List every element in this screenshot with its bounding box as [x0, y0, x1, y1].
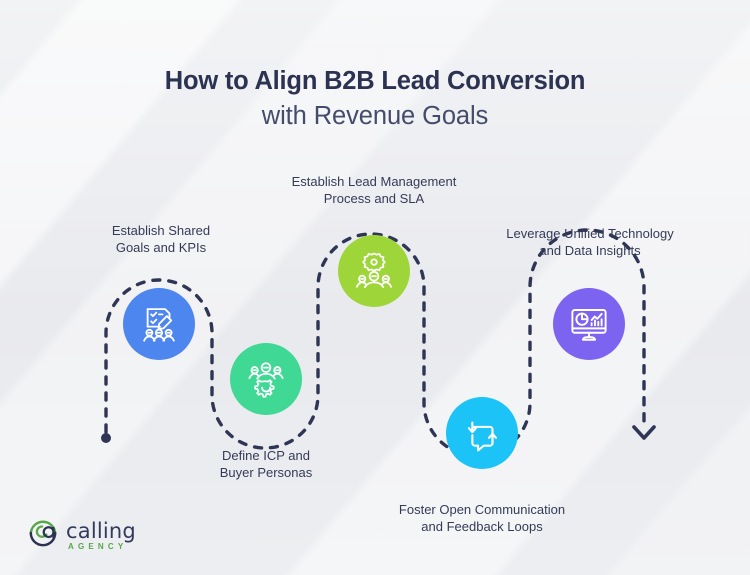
brand-logo[interactable]: calling AGENCY — [27, 518, 136, 553]
path-start-dot — [101, 433, 111, 443]
step-5-node[interactable] — [553, 288, 625, 360]
step-3-node[interactable] — [338, 235, 410, 307]
path-dashed-line — [104, 228, 646, 458]
step-4-label-line-2: and Feedback Loops — [421, 519, 543, 535]
step-3-label: Establish Lead Management Process and SL… — [264, 173, 484, 207]
step-2-node[interactable] — [230, 343, 302, 415]
step-1-label: Establish Shared Goals and KPIs — [61, 222, 261, 256]
title-line-1: How to Align B2B Lead Conversion — [164, 67, 586, 95]
people-gear-icon — [245, 358, 287, 400]
step-3-label-line-1: Establish Lead Management — [291, 174, 457, 189]
title-line-2: with Revenue Goals — [261, 102, 489, 131]
speech-bubble-loop-icon — [461, 412, 503, 454]
step-5-label-line-1: Leverage Unified Technology — [506, 226, 674, 241]
step-3-label-line-2: Process and SLA — [323, 191, 425, 207]
logo-subtitle: AGENCY — [68, 541, 128, 551]
step-5-label-line-2: and Data Insights — [539, 243, 641, 259]
gear-above-people-icon — [353, 250, 395, 292]
checklist-pencil-people-icon — [138, 303, 180, 345]
step-4-label-line-1: Foster Open Communication — [398, 502, 566, 517]
step-5-label: Leverage Unified Technology and Data Ins… — [490, 225, 690, 259]
logo-text: calling AGENCY — [66, 518, 136, 551]
logo-word: calling — [66, 518, 136, 543]
path-end-arrow — [632, 425, 656, 440]
step-1-label-line-1: Establish Shared — [111, 223, 211, 238]
step-4-node[interactable] — [446, 397, 518, 469]
step-2-label-line-2: Buyer Personas — [219, 465, 313, 481]
calling-agency-circle-logo — [27, 518, 59, 553]
page-title: How to Align B2B Lead Conversion with Re… — [0, 66, 750, 132]
step-1-label-line-2: Goals and KPIs — [115, 240, 207, 256]
monitor-analytics-icon — [568, 303, 610, 345]
step-2-label-line-1: Define ICP and — [222, 448, 310, 463]
step-1-node[interactable] — [123, 288, 195, 360]
step-4-label: Foster Open Communication and Feedback L… — [382, 501, 582, 535]
step-2-label: Define ICP and Buyer Personas — [166, 447, 366, 481]
